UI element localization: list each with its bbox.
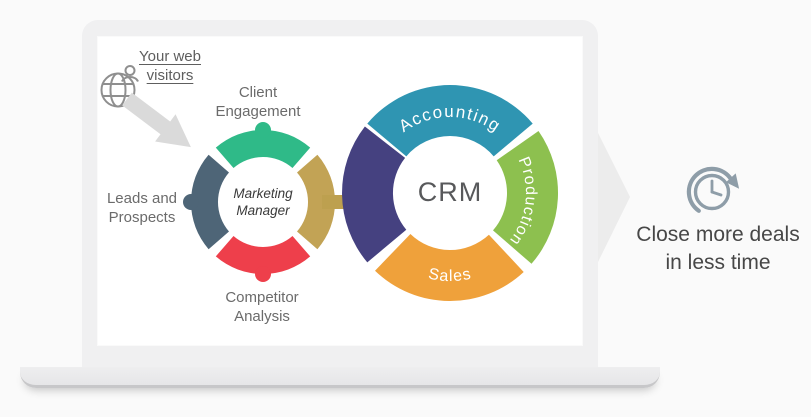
competitor-analysis-label: Competitor Analysis xyxy=(225,289,299,325)
laptop-base xyxy=(20,367,660,388)
web-visitors-label: Your web visitors xyxy=(139,48,201,84)
clock-refresh-icon xyxy=(686,166,740,213)
crm-center-label: CRM xyxy=(417,177,483,207)
leads-prospects-label: Leads and Prospects xyxy=(106,190,178,226)
client-engagement-label: Client Engagement xyxy=(215,84,301,120)
close-more-deals-tagline: Close more deals in less time xyxy=(636,223,800,274)
chevron-right-icon xyxy=(598,133,630,262)
marketing-manager-center-label: Marketing Manager xyxy=(233,186,293,218)
